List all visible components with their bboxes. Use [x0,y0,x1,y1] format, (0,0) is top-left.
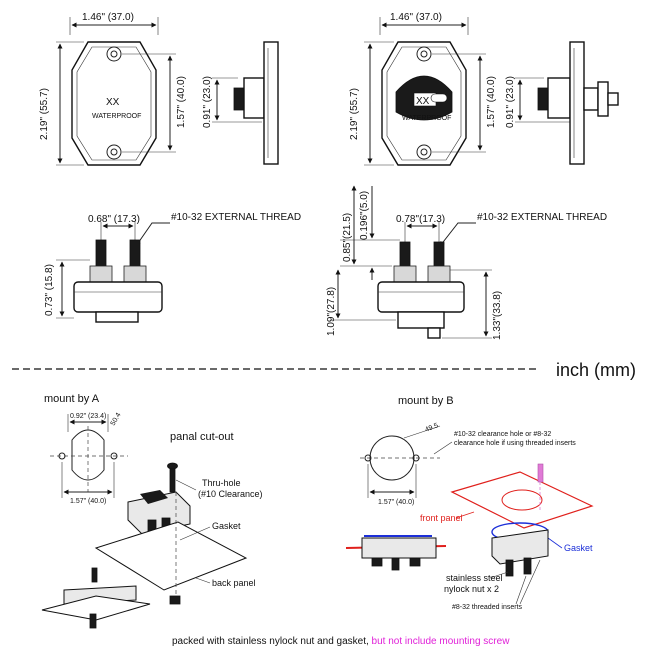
packed-text: packed with stainless nylock nut and gas… [172,636,369,647]
cutout-diameter-dimension: 49.5 [424,422,439,434]
nut-label-1: stainless steel [446,573,503,583]
mount-a-title: mount by A [44,393,100,405]
hole-spacing-dimension: 1.57" (40.0) [70,498,106,505]
height-dimension-2: 0.196"(5.0) [359,191,370,240]
width-dimension: 1.46" (37.0) [390,12,442,23]
units-label: inch (mm) [556,360,636,380]
thread-label: #10-32 EXTERNAL THREAD [477,212,607,223]
mount-a: mount by A panal cut-out 0.92" (23.4) 50… [41,393,263,629]
height-dimension-3: 1.09"(27.8) [326,287,337,336]
footer-note: packed with stainless nylock nut and gas… [172,636,510,647]
hole-spacing-dimension: 1.57" (40.0) [176,76,187,128]
thread-label: #10-32 EXTERNAL THREAD [171,212,301,223]
thru-hole-label-1: Thru-hole [202,478,241,488]
inserts-label: #8-32 threaded inserts [452,604,523,611]
top-right-side-view: 0.91" (23.0) [505,41,619,165]
terminal-spacing-dimension: 0.78"(17.3) [396,214,445,225]
marking-label: XX [416,96,430,107]
top-left-side-view: 0.91" (23.0) [202,41,279,165]
depth-dimension: 0.91" (23.0) [505,76,516,128]
brand-label: WATERPROOF [92,113,141,120]
height-dimension-4: 1.33"(33.8) [492,291,503,340]
front-panel-label: front panel [420,513,463,523]
nut-label-2: nylock nut x 2 [444,584,499,594]
height-dimension: 2.19" (55.7) [39,88,50,140]
hole-spacing-dimension: 1.57" (40.0) [378,499,414,506]
gasket-label: Gasket [564,543,593,553]
mounting-screw [537,463,544,483]
terminal-spacing-dimension: 0.68" (17.3) [88,214,140,225]
top-left-front-view: 1.46" (37.0) 2.19" (55.7) XX WATERPROOF … [39,12,187,166]
mount-b-title: mount by B [398,395,454,407]
gasket-label: Gasket [212,521,241,531]
height-dimension-1: 0.85"(21.5) [342,213,353,262]
svg-text:packed with stainless nylock n: packed with stainless nylock nut and gas… [172,636,510,647]
section-separator: inch (mm) [12,360,636,380]
breaker-body [71,41,157,166]
side-left-view: 0.68" (17.3) #10-32 EXTERNAL THREAD 0.73… [44,212,301,323]
warning-text: but not include mounting screw [369,636,510,647]
side-right-view: 0.78"(17.3) #10-32 EXTERNAL THREAD 0.196… [326,185,607,340]
cutout-title: panal cut-out [170,431,234,443]
hole-spacing-dimension: 1.57" (40.0) [486,76,497,128]
cutout-diameter-dimension: 50.4 [110,412,123,427]
clearance-label-2: clearance hole if using threaded inserts [454,440,576,447]
top-right-front-view: 1.46" (37.0) 2.19" (55.7) XX WATERPROOF … [349,12,497,166]
clearance-label-1: #10-32 clearance hole or #8-32 [454,431,551,438]
back-panel-label: back panel [212,578,256,588]
marking-label: XX [106,97,120,108]
thru-hole-label-2: (#10 Clearance) [198,489,263,499]
back-panel-plate [94,521,248,591]
height-dimension: 0.73" (15.8) [44,264,55,316]
brand-label: WATERPROOF [402,115,451,122]
depth-dimension: 0.91" (23.0) [202,76,213,128]
height-dimension: 2.19" (55.7) [349,88,360,140]
front-panel-plate [450,471,594,529]
mount-b: mount by B #10-32 clearance hole or #8-3… [345,395,594,611]
panel-cutout-shape [71,429,105,481]
width-dimension: 1.46" (37.0) [82,12,134,23]
cutout-width-dimension: 0.92" (23.4) [70,413,106,420]
